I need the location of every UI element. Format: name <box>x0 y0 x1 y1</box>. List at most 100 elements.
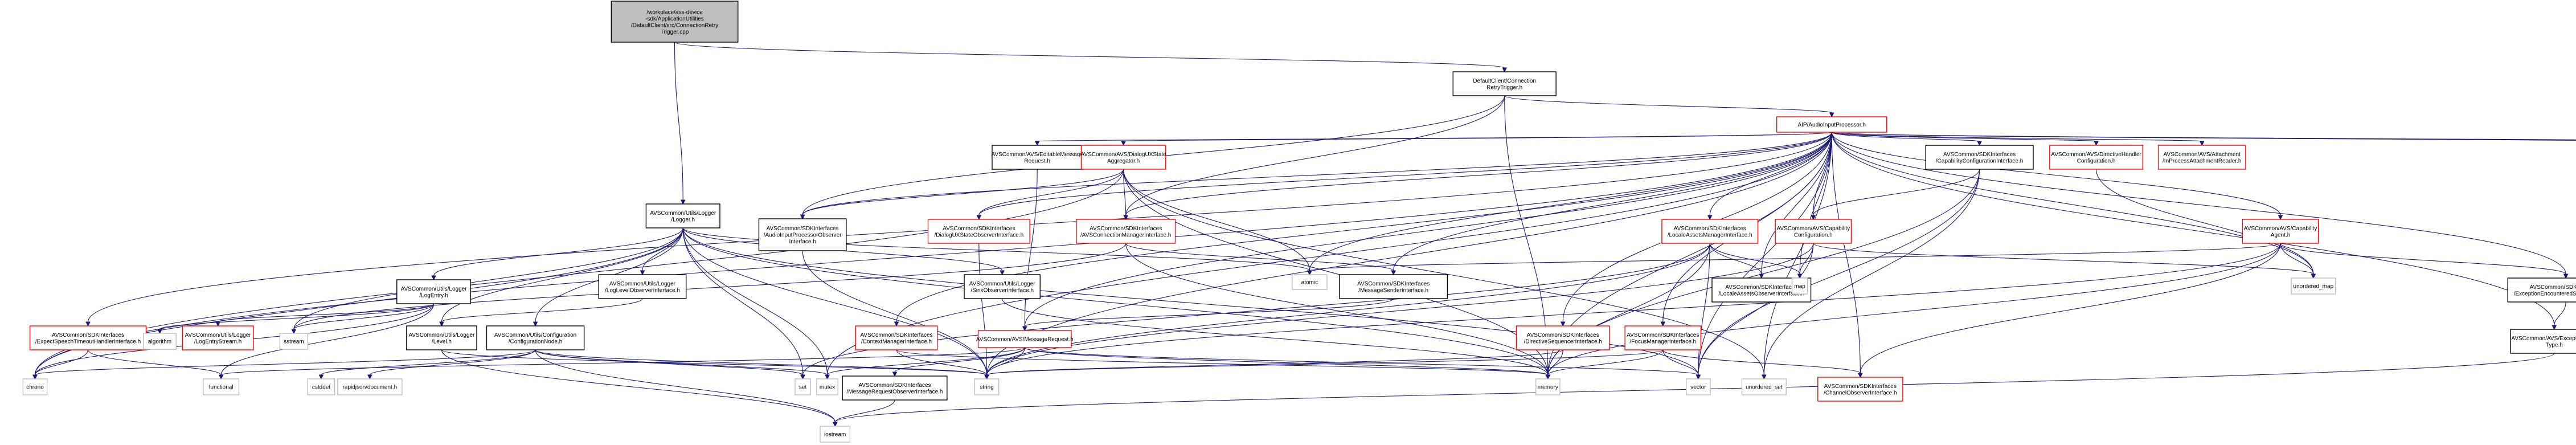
node-box <box>1292 274 1328 290</box>
node-box <box>1076 219 1176 244</box>
node-chrono[interactable]: chrono <box>22 378 48 395</box>
node-label: AVSCommon/SDKInterfaces <box>860 332 932 338</box>
arrowhead-icon <box>1660 321 1666 327</box>
node-atomic[interactable]: atomic <box>1292 274 1328 290</box>
node-cstddef[interactable]: cstddef <box>307 378 335 395</box>
node-logstream[interactable]: AVSCommon/Utils/Logger/LogEntryStream.h <box>182 325 254 350</box>
node-label: AVSCommon/AVS/DialogUXState <box>1080 152 1166 158</box>
node-aipobs[interactable]: AVSCommon/SDKInterfaces/AudioInputProces… <box>758 218 847 251</box>
node-label: AVSCommon/SDKInterfaces <box>1527 332 1599 338</box>
node-label: AVSCommon/SDKInterfaces <box>858 382 931 389</box>
node-box <box>337 378 403 395</box>
node-capcfgif[interactable]: AVSCommon/SDKInterfaces/CapabilityConfig… <box>1925 145 2034 170</box>
arrowhead-icon <box>2199 141 2205 146</box>
node-map[interactable]: map <box>1791 277 1808 295</box>
edge-aip-to-capagent <box>1831 132 2283 221</box>
node-logger[interactable]: AVSCommon/Utils/Logger/Logger.h <box>645 203 720 228</box>
edge-capagent-to-string <box>984 243 2281 380</box>
node-label: mutex <box>820 385 835 391</box>
node-label: AVSCommon/AVS/DirectiveHandler <box>2051 152 2141 158</box>
node-attrdr[interactable]: AVSCommon/AVS/Attachment/InProcessAttach… <box>2157 145 2246 170</box>
node-dlgobs[interactable]: AVSCommon/SDKInterfaces/DialogUXStateObs… <box>927 219 1030 244</box>
arrowhead-icon <box>2311 273 2316 279</box>
node-root[interactable]: /workplace/avs-device-sdk/ApplicationUti… <box>611 1 739 43</box>
node-msgreqobs[interactable]: AVSCommon/SDKInterfaces/MessageRequestOb… <box>842 375 948 401</box>
node-iostream[interactable]: iostream <box>820 426 851 443</box>
node-label: AVSCommon/AVS/Attachment <box>2164 152 2241 158</box>
edge-cfgnode-to-rapidjson <box>367 349 536 380</box>
node-excsender[interactable]: AVSCommon/SDKInterfaces/ExceptionEncount… <box>2507 277 2576 303</box>
node-chanobs[interactable]: AVSCommon/SDKInterfaces/ChannelObserverI… <box>1817 377 1903 402</box>
node-focusmgr[interactable]: AVSCommon/SDKInterfaces/FocusManagerInte… <box>1624 325 1702 350</box>
node-localemgr[interactable]: AVSCommon/SDKInterfaces/LocaleAssetsMana… <box>1661 219 1759 244</box>
node-dirseq[interactable]: AVSCommon/SDKInterfaces/DirectiveSequenc… <box>1516 325 1610 350</box>
node-mutex[interactable]: mutex <box>816 378 838 395</box>
node-set[interactable]: set <box>794 378 811 395</box>
node-level[interactable]: AVSCommon/Utils/Logger/Level.h <box>406 325 477 350</box>
node-label: sstream <box>284 339 304 345</box>
edge-logentry-to-sstream <box>291 303 435 334</box>
node-label: AVSCommon/Utils/Logger <box>650 210 716 217</box>
arrowhead-icon <box>318 374 324 380</box>
edge-crt_h-to-avsconn <box>1123 95 1505 221</box>
arrowhead-icon <box>1000 270 1005 276</box>
node-functional[interactable]: functional <box>203 378 240 395</box>
edge-capcfgif-to-uset <box>1762 169 1980 380</box>
arrowhead-icon <box>1797 273 1803 279</box>
node-excerr[interactable]: AVSCommon/AVS/ExceptionErrorType.h <box>2510 329 2576 354</box>
node-sstream[interactable]: sstream <box>279 333 309 350</box>
node-cfgnode[interactable]: AVSCommon/Utils/Configuration/Configurat… <box>486 325 585 350</box>
node-capcfg[interactable]: AVSCommon/AVS/CapabilityConfiguration.h <box>1775 219 1852 244</box>
node-loglvlobs[interactable]: AVSCommon/Utils/Logger/LogLevelObserverI… <box>598 274 687 299</box>
node-box <box>794 378 811 395</box>
node-label: AVSCommon/Utils/Configuration <box>494 332 576 338</box>
node-memory[interactable]: memory <box>1535 378 1561 395</box>
edge-aip-to-capchg <box>1831 132 2576 141</box>
node-label: /ConfigurationNode.h <box>509 338 563 345</box>
node-ctxmgr[interactable]: AVSCommon/SDKInterfaces/ContextManagerIn… <box>855 325 938 350</box>
edge-msgreqobs-to-iostream <box>832 399 895 427</box>
node-avsconn[interactable]: AVSCommon/SDKInterfaces/AVSConnectionMan… <box>1076 219 1176 244</box>
node-uset[interactable]: unordered_set <box>1741 378 1787 395</box>
edge-crt_h-to-aip <box>1504 95 1834 118</box>
edge-excsender-to-excerr <box>2552 301 2566 330</box>
arrowhead-icon <box>1022 326 1027 332</box>
node-box <box>1080 145 1166 170</box>
node-label: AVSCommon/SDKInterfaces <box>1824 383 1897 390</box>
node-box <box>1452 71 1557 96</box>
arrowhead-icon <box>680 199 686 205</box>
node-logentry[interactable]: AVSCommon/Utils/Logger/LogEntry.h <box>396 279 472 304</box>
node-umap[interactable]: unordered_map <box>2291 277 2336 295</box>
edge-ctxmgr-to-memory <box>896 349 1551 380</box>
edge-aip-to-avsconn <box>1123 132 1832 221</box>
node-box <box>974 378 1000 395</box>
node-aip[interactable]: AIP/AudioInputProcessor.h <box>1776 116 1887 133</box>
edge-aip-to-atomic <box>1307 132 1832 276</box>
edge-aip-to-chanobs <box>1831 132 1863 378</box>
node-string[interactable]: string <box>974 378 1000 395</box>
node-msgreq[interactable]: AVSCommon/AVS/MessageRequest.h <box>976 330 1074 348</box>
node-rapidjson[interactable]: rapidjson/document.h <box>337 378 403 395</box>
node-label: AVSCommon/SDKInterfaces <box>1090 226 1162 232</box>
node-sinkobs[interactable]: AVSCommon/Utils/Logger/SinkObserverInter… <box>964 274 1041 299</box>
arrowhead-icon <box>892 371 898 377</box>
node-label: /ContextManagerInterface.h <box>861 338 932 345</box>
arrowhead-icon <box>1762 374 1767 380</box>
node-label: /ExceptionEncounteredSenderInterface.h <box>2514 291 2576 297</box>
node-msgsender[interactable]: AVSCommon/SDKInterfaces/MessageSenderInt… <box>1339 274 1448 299</box>
node-box <box>1776 116 1887 133</box>
node-dirhcfg[interactable]: AVSCommon/AVS/DirectiveHandlerConfigurat… <box>2049 145 2144 170</box>
node-box <box>977 330 1072 348</box>
arrowhead-icon <box>32 374 38 380</box>
node-algorithm[interactable]: algorithm <box>143 333 177 350</box>
node-expspeech[interactable]: AVSCommon/SDKInterfaces/ExpectSpeechTime… <box>29 325 147 350</box>
edge-focusmgr-to-chanobs <box>1662 349 1863 378</box>
node-label: AVSCommon/Utils/Logger <box>609 281 676 287</box>
node-label: AVSCommon/SDKInterfaces <box>1725 284 1797 291</box>
edge-msgreq-to-functional <box>218 347 1025 380</box>
node-vector[interactable]: vector <box>1686 378 1711 395</box>
